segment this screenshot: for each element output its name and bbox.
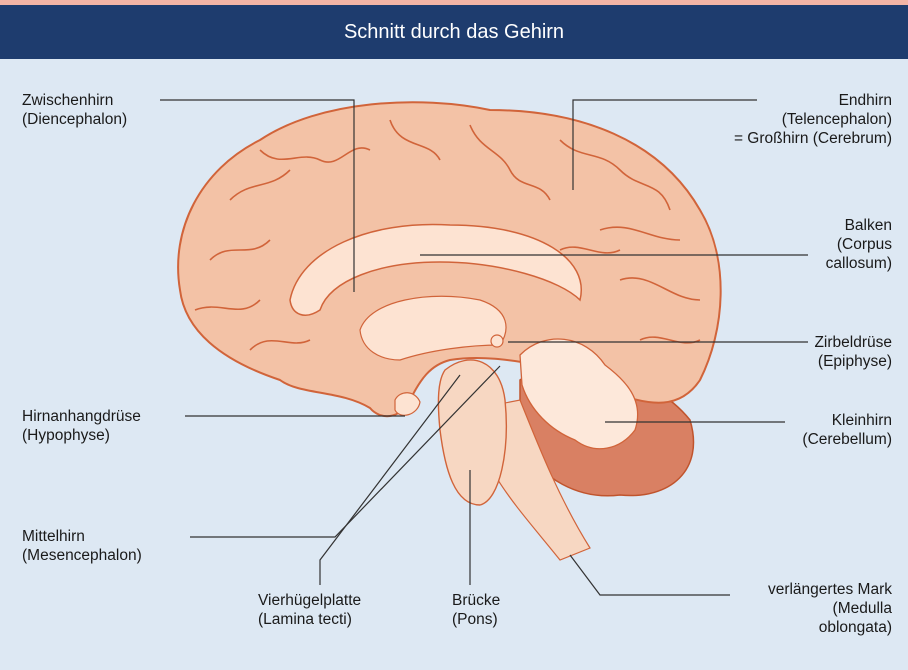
label-endhirn-alias: = Großhirn (Cerebrum)	[734, 129, 892, 148]
brain-illustration	[0, 59, 908, 670]
label-verlaengertes-mark-latin-1: (Medulla	[768, 599, 892, 618]
label-kleinhirn-latin: (Cerebellum)	[802, 430, 892, 449]
label-hirnanhangdruese-name: Hirnanhangdrüse	[22, 407, 141, 426]
label-verlaengertes-mark-latin-2: oblongata)	[768, 618, 892, 637]
label-zwischenhirn-name: Zwischenhirn	[22, 91, 127, 110]
label-mittelhirn-name: Mittelhirn	[22, 527, 142, 546]
label-zwischenhirn-latin: (Diencephalon)	[22, 110, 127, 129]
label-vierhuegelplatte: Vierhügelplatte (Lamina tecti)	[258, 591, 361, 629]
label-endhirn-name: Endhirn	[734, 91, 892, 110]
label-zirbeldruese-name: Zirbeldrüse	[814, 333, 892, 352]
label-kleinhirn-name: Kleinhirn	[802, 411, 892, 430]
label-verlaengertes-mark-name: verlängertes Mark	[768, 580, 892, 599]
label-bruecke-name: Brücke	[452, 591, 500, 610]
label-hirnanhangdruese-latin: (Hypophyse)	[22, 426, 141, 445]
hypophyse-shape	[395, 393, 420, 416]
label-endhirn-latin: (Telencephalon)	[734, 110, 892, 129]
label-verlaengertes-mark: verlängertes Mark (Medulla oblongata)	[768, 580, 892, 637]
label-vierhuegelplatte-latin: (Lamina tecti)	[258, 610, 361, 629]
label-bruecke: Brücke (Pons)	[452, 591, 500, 629]
label-bruecke-latin: (Pons)	[452, 610, 500, 629]
label-zwischenhirn: Zwischenhirn (Diencephalon)	[22, 91, 127, 129]
label-mittelhirn: Mittelhirn (Mesencephalon)	[22, 527, 142, 565]
label-vierhuegelplatte-name: Vierhügelplatte	[258, 591, 361, 610]
label-endhirn: Endhirn (Telencephalon) = Großhirn (Cere…	[734, 91, 892, 148]
label-hirnanhangdruese: Hirnanhangdrüse (Hypophyse)	[22, 407, 141, 445]
label-mittelhirn-latin: (Mesencephalon)	[22, 546, 142, 565]
label-zirbeldruese: Zirbeldrüse (Epiphyse)	[814, 333, 892, 371]
diagram-title: Schnitt durch das Gehirn	[344, 21, 564, 44]
diagram-title-bar: Schnitt durch das Gehirn	[0, 5, 908, 59]
pons-shape	[438, 360, 506, 505]
label-balken-latin-1: (Corpus	[826, 235, 892, 254]
label-balken-name: Balken	[826, 216, 892, 235]
epiphyse-shape	[491, 335, 503, 347]
diagram-canvas: Zwischenhirn (Diencephalon) Endhirn (Tel…	[0, 59, 908, 670]
label-zirbeldruese-latin: (Epiphyse)	[814, 352, 892, 371]
label-balken-latin-2: callosum)	[826, 254, 892, 273]
label-kleinhirn: Kleinhirn (Cerebellum)	[802, 411, 892, 449]
label-balken: Balken (Corpus callosum)	[826, 216, 892, 273]
